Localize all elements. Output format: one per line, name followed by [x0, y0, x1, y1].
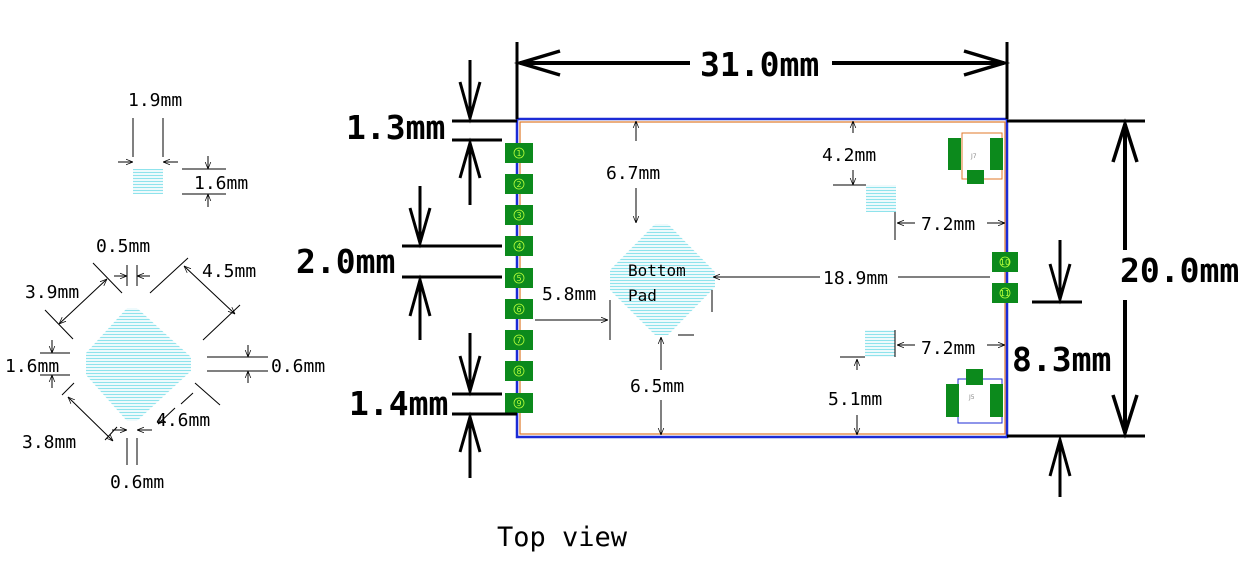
pin-label: 10 — [1000, 258, 1010, 267]
lower-pad-right-offset-label: 7.2mm — [921, 338, 975, 359]
board-height-label: 20.0mm — [1120, 251, 1239, 290]
pin-label: 6 — [516, 305, 521, 314]
right-pin-row: 10 11 — [992, 252, 1018, 303]
octagon-bottom-flat-label: 0.6mm — [110, 472, 164, 493]
octagon-lower-left-label: 3.8mm — [22, 432, 76, 453]
pin-1: 1 — [505, 143, 533, 163]
bottom-pad-line2: Pad — [628, 286, 657, 305]
right-pin-offset-label: 8.3mm — [1012, 340, 1111, 379]
octagon-pad-detail: 0.5mm 3.9mm 4.5mm 1.6mm 0.6mm 3.8mm 4.6m… — [5, 236, 325, 493]
pin-6: 6 — [505, 299, 533, 319]
pin-pitch-label: 2.0mm — [296, 242, 395, 281]
board-outline — [515, 117, 1009, 439]
octagon-upper-right-label: 4.5mm — [202, 261, 256, 282]
pin-7: 7 — [505, 330, 533, 350]
pin-label: 8 — [516, 367, 521, 376]
bottom-pad-right-offset-label: 18.9mm — [823, 268, 888, 289]
bottom-pad-bottom-offset-label: 6.5mm — [630, 376, 684, 397]
pin-label: 2 — [516, 180, 521, 189]
top-gap-dimension: 1.3mm — [346, 60, 517, 205]
board-width-label: 31.0mm — [700, 45, 819, 84]
module-board — [515, 117, 1009, 439]
bottom-pad: Bottom Pad — [610, 224, 715, 335]
top-gap-label: 1.3mm — [346, 108, 445, 147]
pin-3: 3 — [505, 205, 533, 225]
octagon-pad — [86, 308, 191, 421]
bottom-pad-left-offset-label: 5.8mm — [542, 284, 596, 305]
left-pin-row: 1 2 3 4 5 6 7 8 9 — [505, 143, 533, 413]
octagon-top-flat-label: 0.5mm — [96, 236, 150, 257]
lower-pad-bottom-offset-label: 5.1mm — [828, 389, 882, 410]
pin-label: 11 — [1000, 289, 1010, 298]
pin-label: 3 — [516, 211, 521, 220]
pin-label: 5 — [516, 274, 521, 283]
square-pad-height-label: 1.6mm — [194, 173, 248, 194]
pin-label: 4 — [516, 242, 521, 251]
pin-5: 5 — [505, 268, 533, 288]
bottom-gap-dimension: 1.4mm — [349, 333, 517, 478]
board-height-dimension: 20.0mm — [1007, 118, 1239, 439]
connector-j7-label: J7 — [970, 153, 977, 160]
pin-label: 1 — [516, 149, 521, 158]
right-pin-offset-dimension: 8.3mm — [1012, 240, 1111, 497]
upper-pad-right-offset-label: 7.2mm — [921, 214, 975, 235]
bottom-pad-line1: Bottom — [628, 261, 686, 280]
pin-4: 4 — [505, 236, 533, 256]
octagon-lower-right-label: 4.6mm — [156, 410, 210, 431]
square-pad-width-label: 1.9mm — [128, 90, 182, 111]
square-pad — [133, 169, 163, 194]
pin-8: 8 — [505, 361, 533, 381]
upper-small-pad — [866, 185, 896, 212]
upper-pad-top-offset-label: 4.2mm — [822, 145, 876, 166]
square-pad-detail: 1.9mm 1.6mm — [118, 90, 248, 207]
bottom-pad-top-offset-label: 6.7mm — [606, 163, 660, 184]
connector-j5-label: J5 — [968, 394, 975, 401]
board-width-dimension: 31.0mm — [513, 42, 1011, 119]
pin-11: 11 — [992, 283, 1018, 303]
octagon-upper-left-label: 3.9mm — [25, 282, 79, 303]
bottom-gap-label: 1.4mm — [349, 384, 448, 423]
pin-10: 10 — [992, 252, 1018, 272]
view-caption: Top view — [497, 522, 628, 553]
connector-j7: J7 — [948, 132, 1003, 184]
pin-pitch-dimension: 2.0mm — [296, 186, 502, 340]
pin-label: 9 — [516, 399, 521, 408]
pin-9: 9 — [505, 393, 533, 413]
pin-2: 2 — [505, 174, 533, 194]
lower-small-pad — [865, 330, 895, 357]
connector-j5: J5 — [946, 369, 1003, 424]
octagon-left-flat-label: 1.6mm — [5, 356, 59, 377]
pin-label: 7 — [516, 336, 521, 345]
octagon-right-flat-label: 0.6mm — [271, 356, 325, 377]
copper-edge — [519, 121, 1006, 435]
